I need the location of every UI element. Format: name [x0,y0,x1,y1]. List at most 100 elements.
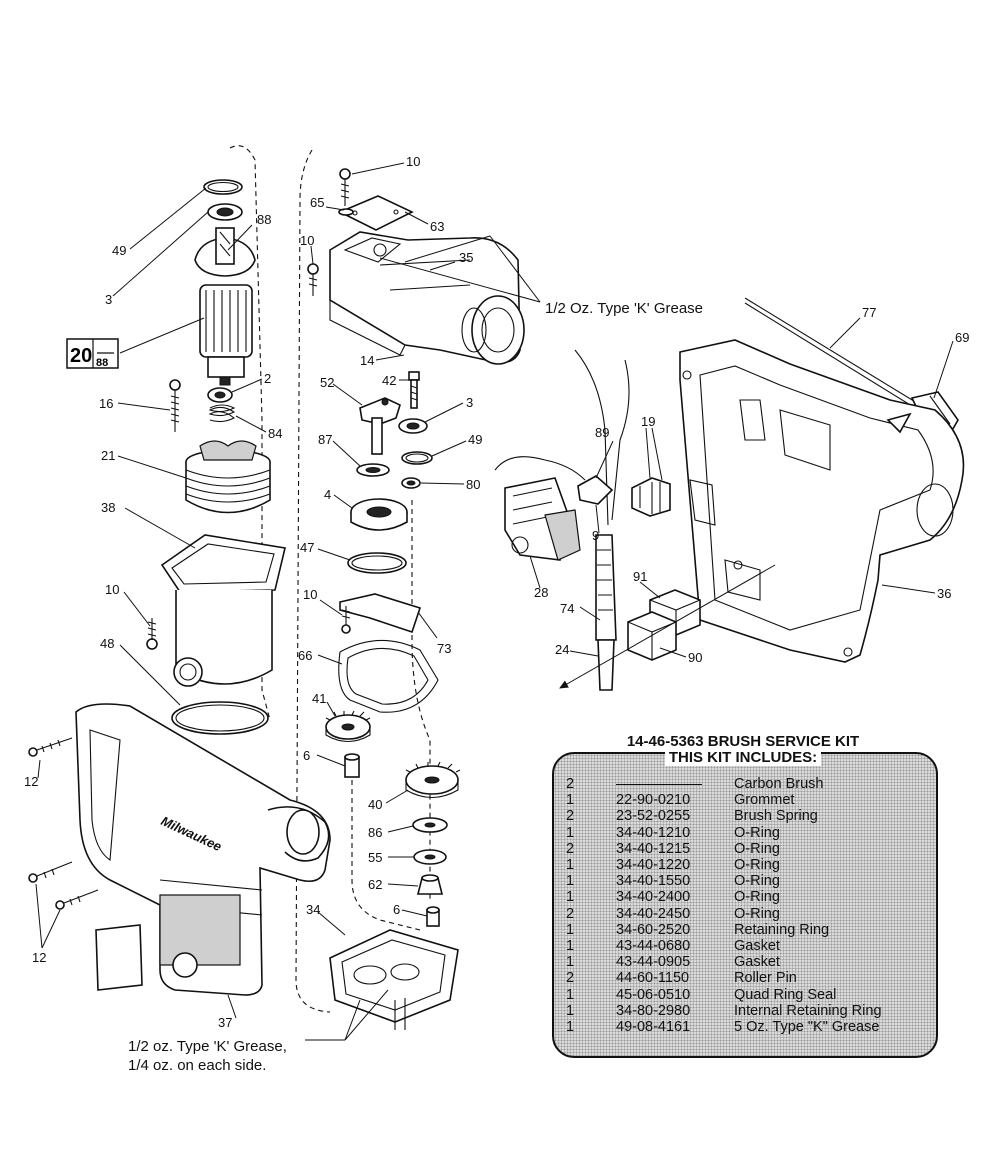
kit-part-number: 45-06-0510 [616,986,691,1003]
part-label: 12 [32,950,46,965]
part-label: 2 [264,371,271,386]
part-label: 88 [257,212,271,227]
kit-description: Grommet [734,792,795,809]
kit-part-number: 23-52-0255 [616,808,691,825]
spring-84 [208,404,236,423]
o-ring-48 [171,701,269,735]
part-label: 6 [303,748,310,763]
kit-qty: 1 [566,857,575,874]
part-label: 52 [320,375,334,390]
retaining-ring-49 [203,179,243,195]
kit-part-number: 34-40-1550 [616,873,691,890]
kit-description: Brush Spring [734,808,818,825]
part-label: 49 [468,432,482,447]
part-label: 90 [688,650,702,665]
assembly-axis-low [351,780,421,931]
kit-description: Gasket [734,938,780,955]
part-label: 35 [459,250,473,265]
part-label: 10 [303,587,317,602]
kit-description: O-Ring [734,840,780,857]
bearing-2 [207,387,233,403]
part-label: 42 [382,373,396,388]
housing-38 [160,534,286,687]
part-label: 3 [105,292,112,307]
insertion-arrow [559,564,776,689]
part-label: 87 [318,432,332,447]
grease-leader-a [404,235,491,263]
part-label: 89 [595,425,609,440]
kit-description: Gasket [734,954,780,971]
kit-part-number: 34-40-2450 [616,905,691,922]
part-label: 80 [466,477,480,492]
kit-subtitle: THIS KIT INCLUDES: [664,750,822,766]
gear-41 [325,710,371,743]
part-label: 41 [312,691,326,706]
nut-62 [416,874,444,895]
kit-description: O-Ring [734,873,780,890]
grease-leader-bottom-a [344,999,361,1041]
kit-qty: 1 [566,824,575,841]
grease-note-bottom-line1: 1/2 oz. Type 'K' Grease, [128,1038,287,1055]
kit-description: 5 Oz. Type "K" Grease [734,1019,880,1036]
kit-part-number: 34-40-1210 [616,824,691,841]
kit-part-number: 43-44-0680 [616,938,691,955]
kit-description: O-Ring [734,857,780,874]
bushing-6-lower [426,906,440,927]
screw-12-top [28,737,73,757]
handle-37: Milwaukee [75,703,331,996]
label-plate [95,924,143,991]
part-label: 73 [437,641,451,656]
part-label: 14 [360,353,374,368]
kit-description: Internal Retaining Ring [734,1002,882,1019]
kit-description: Carbon Brush [734,776,824,792]
part-label: 65 [310,195,324,210]
part-label: 28 [534,585,548,600]
kit-part-number: 49-08-4161 [616,1019,691,1036]
part-label: 74 [560,601,574,616]
cord-74 [595,534,617,691]
part-label: 10 [300,233,314,248]
bushing-6-upper [344,753,360,778]
gear-case-35 [329,231,525,365]
kit-part-number: 34-60-2520 [616,921,691,938]
switch-28 [504,477,581,561]
screw-12-low [55,889,99,910]
terminal-block-19 [631,477,671,517]
kit-heading: 14-46-5363 BRUSH SERVICE KIT THIS KIT IN… [552,734,934,766]
screw-12-mid [28,861,73,883]
part-label: 86 [368,825,382,840]
kit-qty: 1 [566,889,575,906]
main-housing-36 [679,339,965,663]
part-label: 10 [406,154,420,169]
kit-description: Quad Ring Seal [734,986,837,1003]
kit-qty: 1 [566,938,575,955]
wires [494,349,630,526]
assembly-axis-right [411,500,431,900]
ref-box-number: 20 [70,345,92,367]
part-label: 12 [24,774,38,789]
cover-plate-63 [338,195,414,231]
part-label: 3 [466,395,473,410]
kit-qty: 1 [566,792,575,809]
grease-note-bottom-line2: 1/4 oz. on each side. [128,1057,266,1074]
bushing-80 [401,477,421,489]
kit-part-number: 34-80-2980 [616,1002,691,1019]
kit-qty: 1 [566,873,575,890]
screw-10-center [341,606,351,634]
part-label: 55 [368,850,382,865]
screw-10-top [339,168,351,206]
kit-row: 1 34-40-1550 O-Ring [566,873,926,889]
carbon-brush-90 [627,611,677,661]
part-label: 19 [641,414,655,429]
